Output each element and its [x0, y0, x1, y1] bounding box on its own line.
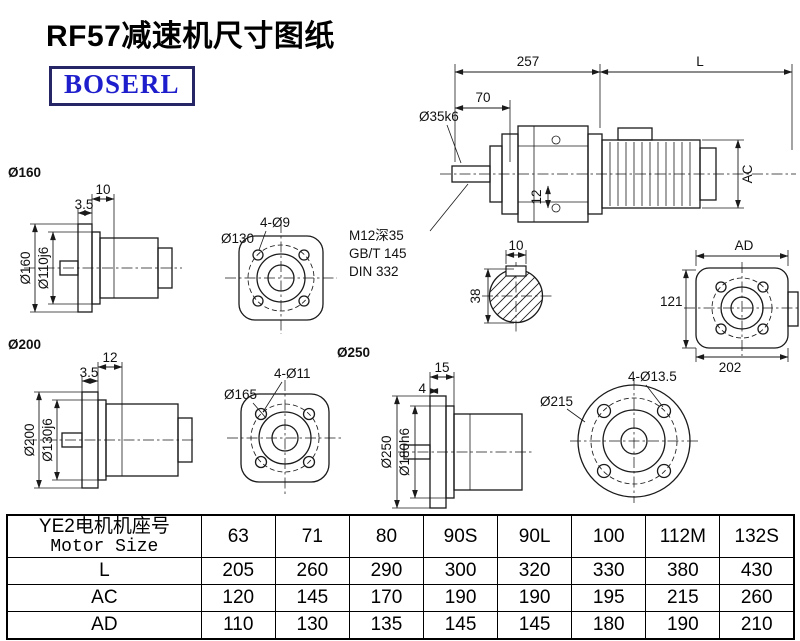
- gear-unit-160-view: Ø160 10 3.5 Ø160 Ø110j6: [8, 165, 182, 313]
- technical-drawings: 257 L 70 Ø35k6 12: [8, 54, 800, 509]
- dim-10: 10: [95, 182, 110, 197]
- dim-3-5: 3.5: [80, 365, 99, 380]
- shaft-dia-38-label: 38: [468, 288, 483, 303]
- dim-AC: AC: [740, 164, 755, 183]
- motor-rear-AD-view: AD 121 202: [660, 238, 800, 375]
- table-cell: 330: [571, 557, 647, 585]
- page-title: RF57减速机尺寸图纸: [46, 20, 335, 53]
- bolt-holes-4x11-label: 4-Ø11: [274, 366, 311, 381]
- dim-202: 202: [719, 360, 742, 375]
- view-200-label: Ø200: [8, 337, 41, 352]
- dim-15: 15: [434, 360, 449, 375]
- dim-70: 70: [475, 90, 490, 105]
- view-250-label: Ø250: [337, 345, 370, 360]
- table-cell: 205: [200, 557, 276, 585]
- table-cell: 180: [571, 611, 647, 639]
- boserl-logo: BOSERL: [49, 66, 195, 106]
- motor-fins: [609, 142, 691, 206]
- table-cell: 380: [645, 557, 721, 585]
- dia-200-label: Ø200: [22, 423, 37, 456]
- row-label-L: L: [6, 557, 202, 585]
- table-cell: 215: [645, 584, 721, 612]
- frame-size-112m: 112M: [645, 514, 721, 558]
- row-label-AC: AC: [6, 584, 202, 612]
- flange-165-view: 4-Ø11 Ø165: [224, 366, 343, 496]
- table-cell: 145: [274, 584, 350, 612]
- view-160-label: Ø160: [8, 165, 41, 180]
- table-cell: 210: [719, 611, 795, 639]
- table-cell: 145: [497, 611, 573, 639]
- dia-215-label: Ø215: [540, 394, 573, 409]
- frame-size-63: 63: [200, 514, 276, 558]
- dia-130j6-label: Ø130j6: [40, 418, 55, 462]
- table-cell: 135: [348, 611, 425, 639]
- table-cell: 110: [200, 611, 276, 639]
- dia-180h6-label: Ø180h6: [397, 428, 412, 476]
- table-cell: 190: [423, 584, 499, 612]
- table-cell: 195: [571, 584, 647, 612]
- table-cell: 120: [200, 584, 276, 612]
- dia-160-label: Ø160: [18, 251, 33, 284]
- table-cell: 145: [423, 611, 499, 639]
- table-cell: 260: [274, 557, 350, 585]
- gear-unit-200-view: Ø200 12 3.5 Ø200 Ø130j6: [8, 337, 196, 489]
- table-cell: 300: [423, 557, 499, 585]
- standard-note-din: DIN 332: [349, 264, 399, 279]
- flange-130-view: 4-Ø9 Ø130: [221, 215, 337, 334]
- dim-L: L: [696, 54, 704, 69]
- dim-257: 257: [517, 54, 540, 69]
- motor-size-header-en: Motor Size: [50, 537, 159, 557]
- dim-4: 4: [418, 381, 426, 396]
- bolt-holes-4x13-5-label: 4-Ø13.5: [628, 369, 677, 384]
- dim-121: 121: [660, 294, 683, 309]
- dim-AD: AD: [735, 238, 754, 253]
- table-row-AD: AD 110 130 135 145 145 180 190 210: [6, 611, 795, 639]
- gear-unit-250-view: Ø250 15 4 Ø250 Ø180h6: [337, 345, 532, 509]
- bolt-holes-4x9-label: 4-Ø9: [260, 215, 290, 230]
- dia-165-label: Ø165: [224, 387, 257, 402]
- dim-12: 12: [529, 189, 544, 204]
- table-cell: 190: [497, 584, 573, 612]
- table-cell: 320: [497, 557, 573, 585]
- motor-size-header-cn: YE2电机机座号: [38, 516, 170, 537]
- dim-12: 12: [102, 350, 117, 365]
- table-cell: 170: [348, 584, 425, 612]
- key-width-10-label: 10: [508, 238, 523, 253]
- table-cell: 290: [348, 557, 425, 585]
- row-label-AD: AD: [6, 611, 202, 639]
- dia-130-label: Ø130: [221, 231, 254, 246]
- dimension-table: YE2电机机座号 Motor Size 63 71 80 90S 90L 100…: [6, 514, 795, 640]
- main-assembly-view: 257 L 70 Ø35k6 12: [349, 54, 796, 279]
- frame-size-80: 80: [348, 514, 425, 558]
- flange-215-view: 4-Ø13.5 Ø215: [540, 369, 700, 503]
- frame-size-90s: 90S: [423, 514, 499, 558]
- table-cell: 260: [719, 584, 795, 612]
- dim-3-5: 3.5: [75, 197, 94, 212]
- tap-hole-note: M12深35: [349, 228, 404, 243]
- keyway: [505, 265, 527, 277]
- frame-size-90l: 90L: [497, 514, 573, 558]
- table-cell: 430: [719, 557, 795, 585]
- shaft-cross-section: 10 38: [468, 238, 552, 332]
- frame-size-132s: 132S: [719, 514, 795, 558]
- shaft-diameter-label: Ø35k6: [419, 109, 459, 124]
- dia-110j6-label: Ø110j6: [36, 247, 51, 290]
- motor-size-header: YE2电机机座号 Motor Size: [6, 514, 202, 558]
- table-header-row: YE2电机机座号 Motor Size 63 71 80 90S 90L 100…: [6, 514, 795, 558]
- table-row-L: L 205 260 290 300 320 330 380 430: [6, 557, 795, 585]
- frame-size-71: 71: [274, 514, 350, 558]
- table-cell: 190: [645, 611, 721, 639]
- dia-250-label: Ø250: [379, 435, 394, 468]
- frame-size-100: 100: [571, 514, 647, 558]
- table-cell: 130: [274, 611, 350, 639]
- table-row-AC: AC 120 145 170 190 190 195 215 260: [6, 584, 795, 612]
- standard-note-gbt: GB/T 145: [349, 246, 407, 261]
